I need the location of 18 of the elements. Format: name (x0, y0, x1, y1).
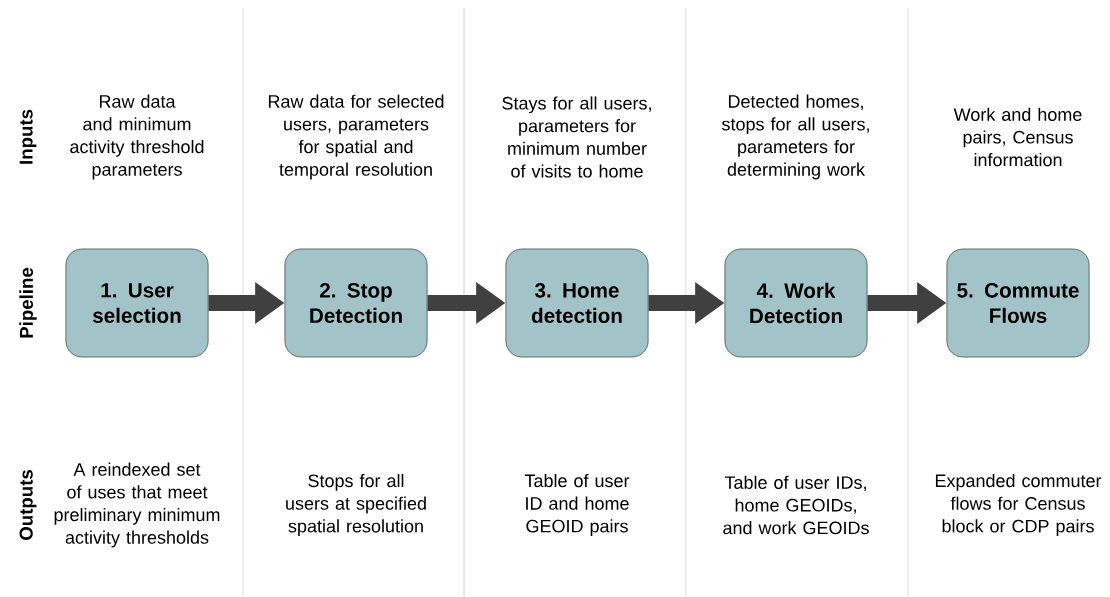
input-text: Stays for all users, parameters for minimum number of visits to home (502, 96, 651, 178)
input-text: Raw data for selected users, parameters for spatial and temporal resolution (268, 94, 444, 180)
process-box: 2. Stop Detection (284, 248, 428, 358)
row-label: Outputs (19, 470, 37, 540)
process-box: 4. Work Detection (724, 248, 868, 358)
process-box: 5. Commute Flows (946, 248, 1090, 358)
output-text: Stops for all users at specified spatial resolution (286, 473, 426, 537)
row-label: Inputs (19, 109, 37, 164)
output-text: Expanded commuter flows for Census block or CDP pairs (935, 473, 1102, 537)
input-text: Work and home pairs, Census information (953, 107, 1082, 167)
output-text: Table of user IDs, home GEOIDs, and work GEOIDs (723, 475, 869, 535)
process-box: 1. User selection (65, 248, 209, 358)
input-text: Detected homes, stops for all users, parameters for determining work (722, 94, 869, 180)
input-text: Raw data and minimum activity threshold parameters (70, 94, 204, 180)
output-text: Table of user ID and home GEOID pairs (524, 473, 630, 537)
output-text: A reindexed set of uses that meet preliminary minimum activity thresholds (54, 462, 220, 548)
row-label: Pipeline (19, 267, 37, 338)
process-box: 3. Home detection (505, 248, 649, 358)
